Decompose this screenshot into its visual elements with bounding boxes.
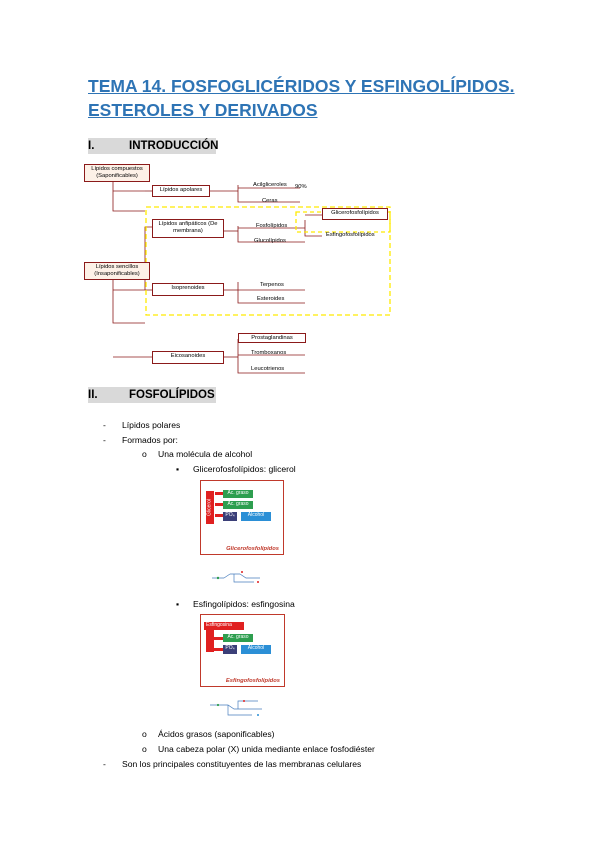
figure-caption: Esfingofosfolípidos xyxy=(225,678,280,684)
backbone-block: Glicerol xyxy=(206,491,214,524)
fatty-acid-block: Ác. graso xyxy=(223,634,253,642)
node-lipidos-apolares: Lípidos apolares xyxy=(152,185,210,197)
fatty-acid-block: Ác. graso xyxy=(223,501,253,509)
list-marker-circle: o xyxy=(142,729,147,739)
esfingofosfolipido-structure-icon xyxy=(210,700,262,716)
phosphate-block: PO₄ xyxy=(223,512,237,521)
leaf-percentage: 90% xyxy=(295,184,307,190)
leaf-terpenos: Terpenos xyxy=(260,282,284,288)
list-marker-dash: - xyxy=(103,759,106,769)
figure-glicerofosfolipidos: Glicerol Ác. graso Ác. graso PO₄ Alcohol… xyxy=(200,480,284,555)
list-marker-dash: - xyxy=(103,420,106,430)
section-title: FOSFOLÍPIDOS xyxy=(129,389,215,401)
alcohol-block: Alcohol xyxy=(241,645,271,654)
dashed-highlight-box xyxy=(145,206,391,316)
leaf-tromboxanos: Tromboxanos xyxy=(251,350,287,356)
section-heading-introduccion: I. INTRODUCCIÓN xyxy=(88,138,219,154)
section-title: INTRODUCCIÓN xyxy=(129,140,219,152)
section-number: I. xyxy=(88,140,95,152)
section-number: II. xyxy=(88,389,98,401)
list-item: Glicerofosfolípidos: glicerol xyxy=(193,464,296,474)
list-item: Ácidos grasos (saponificables) xyxy=(158,729,275,739)
leaf-fosfolipidos: Fosfolípidos xyxy=(256,223,288,229)
phosphate-block: PO₄ xyxy=(223,645,237,654)
leaf-esfingofosfolipidos: Esfingofosfolípidos xyxy=(326,232,375,238)
leaf-ceras: Ceras xyxy=(262,198,278,204)
leaf-prostaglandinas: Prostaglandinas xyxy=(238,333,306,343)
fatty-acid-block: Ác. graso xyxy=(223,490,253,498)
node-eicosanoides: Eicosanoides xyxy=(152,351,224,364)
list-item: Una cabeza polar (X) unida mediante enla… xyxy=(158,744,375,754)
list-item: Lípidos polares xyxy=(122,420,181,430)
list-item: Esfingolípidos: esfingosina xyxy=(193,599,295,609)
dashed-highlight-box-inner xyxy=(295,211,391,233)
leaf-esteroides: Esteroides xyxy=(257,296,285,302)
node-lipidos-anfipaticos: Lípidos anfipáticos (De membrana) xyxy=(152,219,224,238)
figure-esfingofosfolipidos: Esfingosina Ác. graso PO₄ Alcohol Esfing… xyxy=(200,614,285,687)
list-marker-circle: o xyxy=(142,449,147,459)
list-marker-dash: - xyxy=(103,435,106,445)
list-marker-square: ▪ xyxy=(176,464,180,474)
glicerofosfolipido-structure-icon xyxy=(212,571,260,583)
node-isoprenoides: Isoprenoides xyxy=(152,283,224,296)
figure-caption: Glicerofosfolípidos xyxy=(226,546,279,552)
leaf-glucolipidos: Glucolípidos xyxy=(254,238,286,244)
section-heading-fosfolipidos: II. FOSFOLÍPIDOS xyxy=(88,387,216,403)
list-item: Son los principales constituyentes de la… xyxy=(122,759,362,769)
node-lipidos-sencillos: Lípidos sencillos (Insaponificables) xyxy=(84,262,150,280)
node-lipidos-compuestos: Lípidos compuestos (Saponificables) xyxy=(84,164,150,182)
list-item: Una molécula de alcohol xyxy=(158,449,253,459)
list-item: Formados por: xyxy=(122,435,178,445)
leaf-leucotrienos: Leucotrienos xyxy=(251,366,285,372)
leaf-glicerofosfolipidos: Glicerofosfolípidos xyxy=(322,208,388,220)
list-marker-circle: o xyxy=(142,744,147,754)
leaf-acilgliceroles: Acilgliceroles xyxy=(253,182,287,188)
list-marker-square: ▪ xyxy=(176,599,180,609)
backbone-block: Esfingosina xyxy=(204,622,244,630)
page-title: TEMA 14. FOSFOGLICÉRIDOS Y ESFINGOLÍPIDO… xyxy=(88,76,515,120)
alcohol-block: Alcohol xyxy=(241,512,271,521)
